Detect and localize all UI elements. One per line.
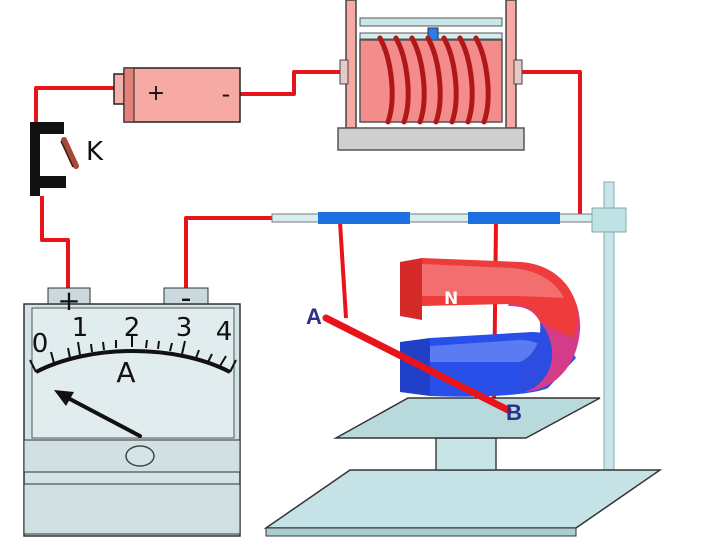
wire-battery-to-switch [34,86,118,128]
zero-adjust-screw[interactable] [125,445,155,467]
ammeter-plus-label: + [57,284,80,317]
table-column [435,437,497,471]
magnet-south-highlight [430,340,556,362]
battery-plus-label: + [147,81,165,106]
ammeter-unit-label: A [116,356,135,389]
coil-turn [409,35,427,125]
stand-base-front [265,527,577,537]
wire-rail-left-down [338,221,348,319]
switch-k[interactable]: K [30,122,104,196]
rail-right [468,212,560,224]
rod-ab[interactable] [322,314,512,414]
tick [219,355,227,367]
tick [145,339,148,349]
tick [195,349,200,359]
tick [50,351,55,364]
coil-turn [473,35,491,125]
battery: + - [113,67,241,123]
ammeter-needle [54,390,142,438]
battery-minus-label: - [222,80,231,108]
ammeter-minus-label: - [181,281,192,316]
magnet-south-arm-side [400,338,430,396]
solenoid-frame-top [359,17,503,27]
scale-label-3: 3 [176,313,193,343]
battery-band [123,67,135,123]
wire-coil-to-rail [522,70,582,220]
table-top [333,397,601,439]
ammeter: + - 0 1 2 3 4 A [23,281,241,537]
tick [157,340,160,350]
coil-turn [441,35,459,125]
tick [229,359,237,373]
solenoid-right-terminal [513,59,523,85]
scale-label-4: 4 [216,317,233,347]
switch-lever-edge [60,140,74,168]
switch-top-contact [30,122,64,134]
scale-label-0: 0 [32,329,49,359]
magnet-north-highlight [422,264,564,298]
scale-label-2: 2 [124,313,141,343]
solenoid [337,0,525,151]
rod-end-a-label: A [306,304,322,329]
tick [67,347,71,359]
wire-battery-to-coil [240,70,348,96]
horseshoe-magnet: N [400,258,581,397]
rail-left [318,212,410,224]
wire-ammeter-to-rail [184,216,318,290]
ammeter-ticks [29,334,237,373]
switch-lever[interactable] [61,137,79,169]
rails [271,212,603,224]
stand [263,181,663,537]
coil-turn [425,35,443,125]
circuit-wires [34,70,582,401]
coil-turn [377,35,395,125]
stand-clamp [591,207,627,233]
switch-bottom-contact [30,176,66,188]
stand-base [263,469,663,529]
scale-label-1: 1 [72,313,89,343]
magnet-bend-blue [520,322,553,392]
solenoid-body [359,39,503,123]
tick [181,340,186,355]
solenoid-left-terminal [339,59,349,85]
needle-tip [54,390,74,406]
coil-windings [377,35,491,125]
magnet-north-arm-side [400,258,422,320]
needle-shaft [66,396,142,438]
tick [77,341,81,356]
switch-label: K [86,137,104,167]
ammeter-lower-band-2 [23,483,241,535]
coil-turn [393,35,411,125]
magnet-north-label: N [444,289,458,309]
tick [207,353,213,363]
battery-body [123,67,241,123]
tick [29,359,37,373]
tick [169,342,173,352]
tick [102,341,105,351]
tick [90,343,93,353]
ammeter-face [31,307,235,439]
switch-base [30,122,40,196]
rod-end-b-label: B [506,400,522,425]
wire-switch-to-ammeter [40,196,70,290]
solenoid-base [337,127,525,151]
conductor-rod[interactable]: A B [306,304,522,425]
coil-turn [457,35,475,125]
ammeter-scale-arc [35,349,231,374]
